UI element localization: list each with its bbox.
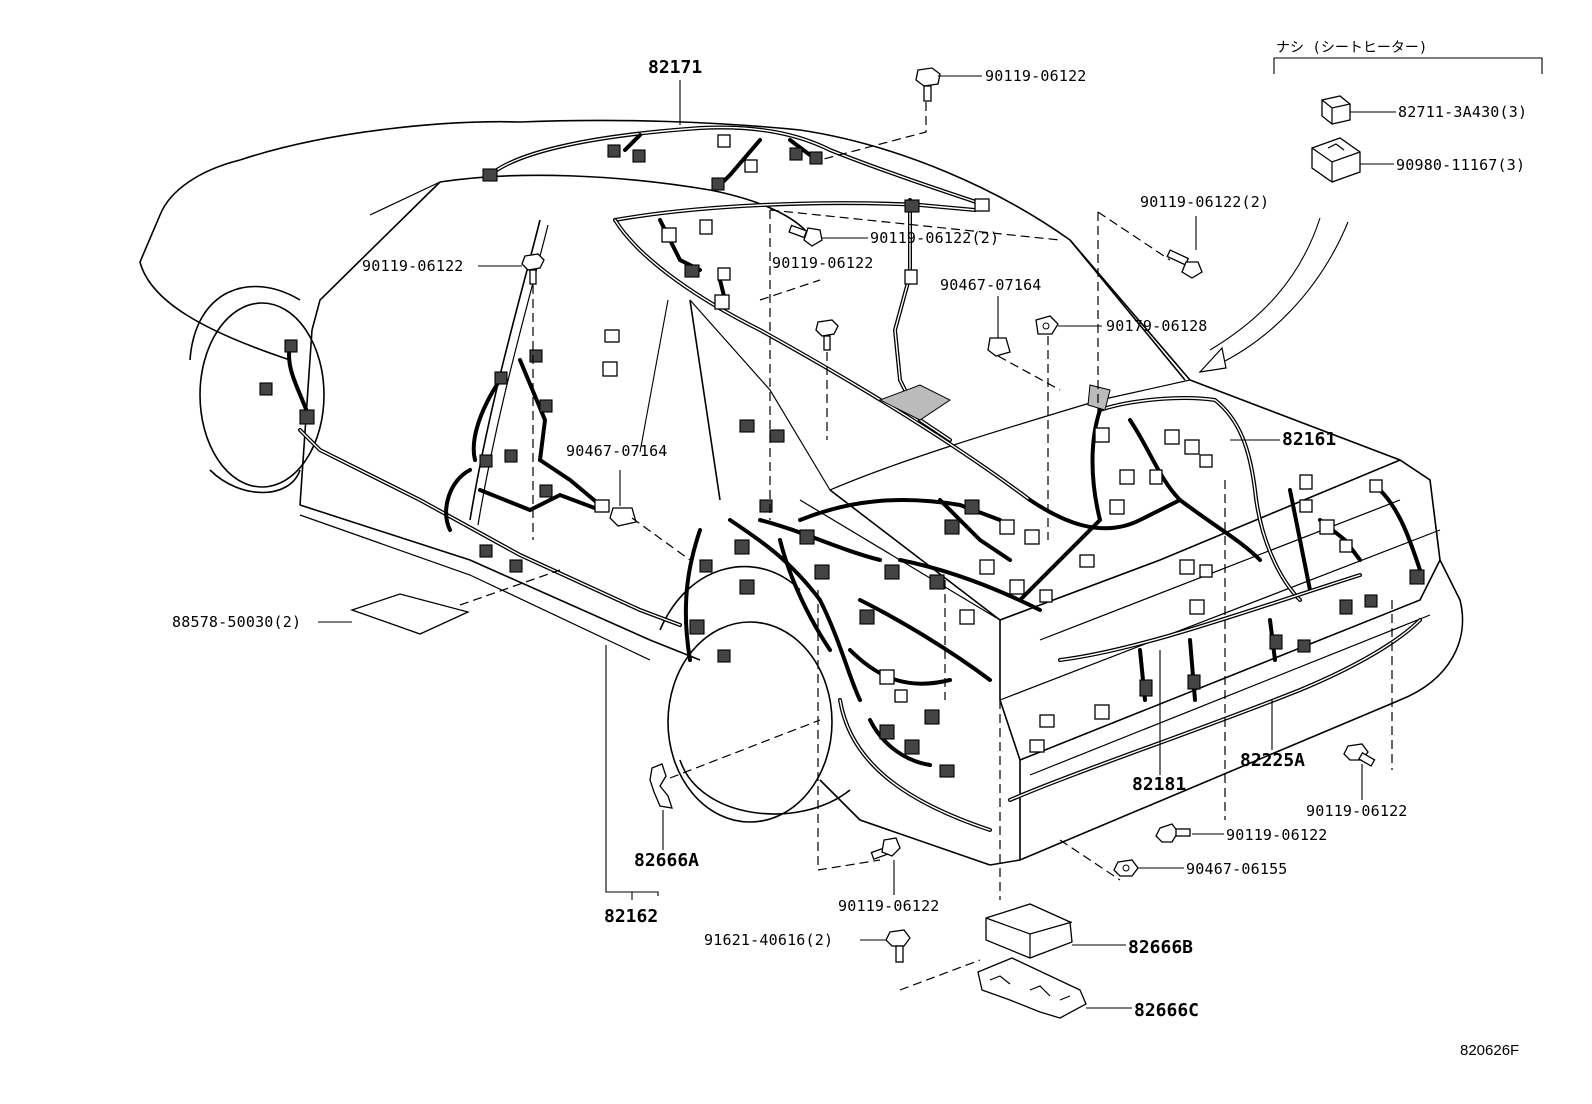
label-82666B: 82666B — [1128, 937, 1193, 958]
label-82666C: 82666C — [1134, 1000, 1199, 1021]
rear-harness-82161 — [1018, 396, 1422, 602]
cover-box-icon — [985, 903, 1073, 959]
trunk-harness-82181 — [1058, 573, 1362, 702]
label-right-bolt: 90119-06122(2) — [1140, 193, 1269, 211]
connector-82711-icon — [1321, 95, 1351, 125]
label-82171: 82171 — [648, 57, 702, 78]
bolt-icon — [1166, 249, 1203, 279]
sill-harness-82225A — [838, 618, 1422, 832]
clip-icon — [987, 337, 1011, 357]
leader-lines — [318, 57, 1543, 1009]
label-82666A: 82666A — [634, 850, 699, 871]
bolt-icon — [870, 837, 901, 860]
label-82181: 82181 — [1132, 774, 1186, 795]
label-nut-right: 90179-06128 — [1106, 317, 1208, 335]
bolt-icon — [815, 319, 839, 351]
nut-icon — [1113, 859, 1139, 877]
bolt-icon — [885, 929, 911, 963]
label-center-bolt: 90119-06122 — [772, 254, 874, 272]
label-82162: 82162 — [604, 906, 658, 927]
label-82225A: 82225A — [1240, 750, 1305, 771]
fastener-icons — [349, 67, 1376, 1019]
label-clip-upper: 90467-07164 — [940, 276, 1042, 294]
bolt-icon — [521, 253, 545, 285]
labels: 82171 90119-06122 90119-06122(2) 90119-0… — [172, 40, 1527, 1059]
label-option-item2: 90980-11167(3) — [1396, 156, 1525, 174]
bracket-icon — [649, 763, 673, 809]
label-pillar-bolt: 90119-06122 — [362, 257, 464, 275]
bolt-icon — [788, 224, 823, 247]
label-rear-nut: 90467-06155 — [1186, 860, 1288, 878]
car-body-outline — [139, 119, 1464, 866]
label-bottom-bolt-2: 91621-40616(2) — [704, 931, 833, 949]
label-clip-lower: 90467-07164 — [566, 442, 668, 460]
label-roof-bolt: 90119-06122(2) — [870, 229, 999, 247]
clip-icon — [609, 507, 637, 527]
connector-90980-icon — [1311, 137, 1361, 183]
bracket-c-icon — [977, 957, 1087, 1019]
label-pad: 88578-50030(2) — [172, 613, 301, 631]
label-option-item1: 82711-3A430(3) — [1398, 103, 1527, 121]
figure-code: 820626F — [1460, 1042, 1519, 1059]
label-rear-bolt-mid: 90119-06122 — [1226, 826, 1328, 844]
floor-harness-82162 — [287, 343, 682, 627]
bolt-icon — [915, 67, 941, 102]
label-rear-bolt-right: 90119-06122 — [1306, 802, 1408, 820]
connectors — [259, 134, 1425, 778]
nut-icon — [1035, 315, 1059, 335]
bolt-icon — [1343, 743, 1376, 767]
bolt-icon — [1155, 823, 1191, 843]
option-header: ナシ (シートヒーター) — [1276, 40, 1427, 56]
label-top-bolt: 90119-06122 — [985, 67, 1087, 85]
pad-icon — [349, 593, 470, 635]
quarter-harness — [683, 498, 1042, 767]
label-82161: 82161 — [1282, 429, 1336, 450]
label-bottom-bolt: 90119-06122 — [838, 897, 940, 915]
